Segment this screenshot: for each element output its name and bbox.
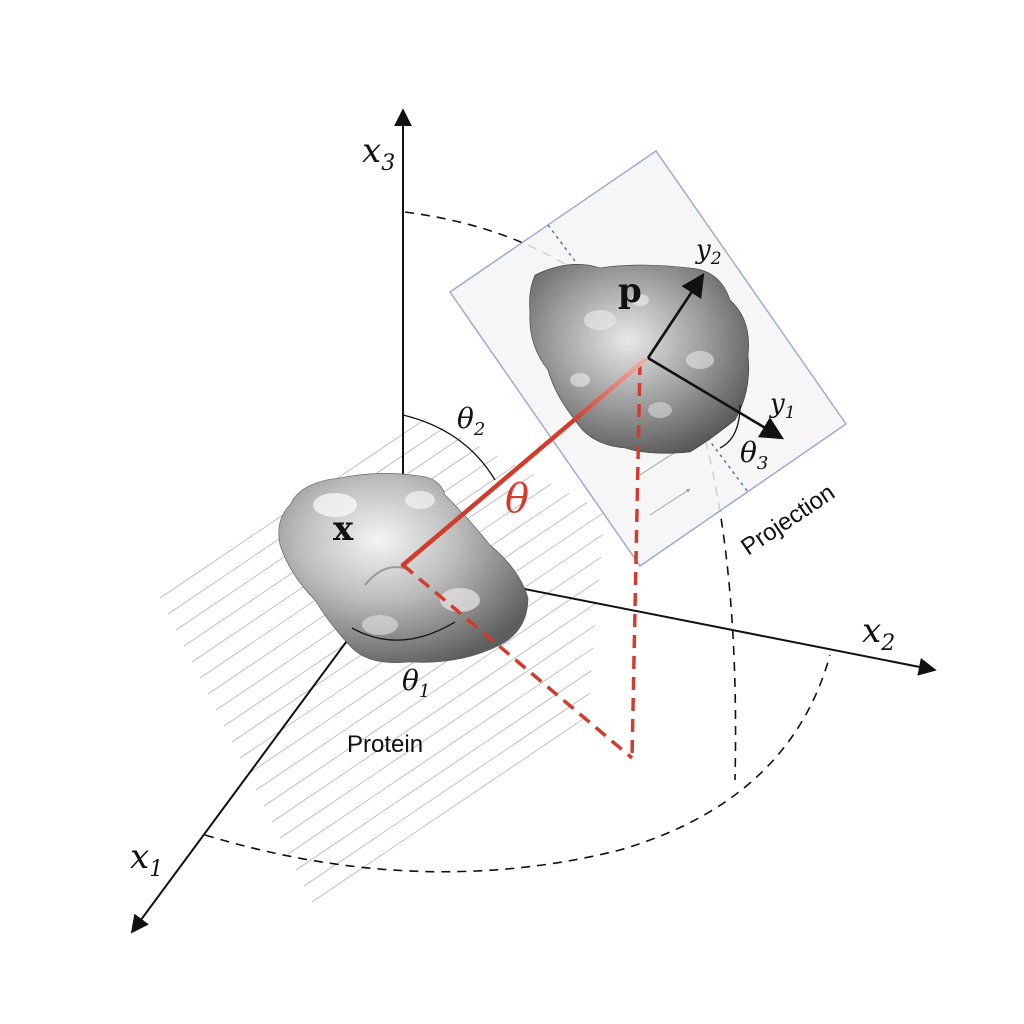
projection-rays — [159, 418, 606, 903]
projection-blob — [529, 264, 750, 454]
projection-ray — [271, 602, 598, 823]
label-theta3: θ3 — [740, 436, 768, 474]
red-dashed-ground-b — [630, 361, 642, 759]
label-x3: x3 — [362, 131, 395, 176]
protein-blob — [278, 473, 529, 663]
projection-ray — [279, 624, 596, 839]
theta2-arc — [402, 414, 496, 481]
viewing-direction-vector — [400, 357, 648, 568]
theta3-arc — [719, 404, 741, 449]
label-theta: θ — [505, 476, 529, 522]
theta1-arc — [351, 621, 456, 641]
projection-ray — [287, 647, 594, 855]
projection-ray — [311, 715, 588, 903]
plane-axis-y1 — [647, 356, 785, 440]
projection-ray — [303, 693, 590, 887]
projection-ray — [263, 579, 600, 807]
label-vector-x: x — [333, 509, 354, 549]
label-theta2: θ2 — [457, 402, 485, 440]
label-protein: Protein — [347, 731, 423, 758]
plane-axis-y2 — [646, 273, 705, 359]
dashed-arc-x3-x2 — [404, 211, 737, 781]
label-y1: y1 — [769, 389, 796, 423]
label-vector-p: p — [618, 271, 642, 311]
projection-ray — [295, 670, 592, 871]
label-projection: Projection — [736, 479, 840, 561]
label-x1: x1 — [130, 837, 163, 882]
label-theta1: θ1 — [402, 664, 430, 702]
label-x2: x2 — [862, 611, 895, 656]
label-y2: y2 — [695, 235, 722, 269]
dashed-arc-x1-x2 — [204, 654, 831, 873]
red-dashed-ground-a — [401, 563, 634, 760]
projection-ray — [255, 556, 602, 791]
